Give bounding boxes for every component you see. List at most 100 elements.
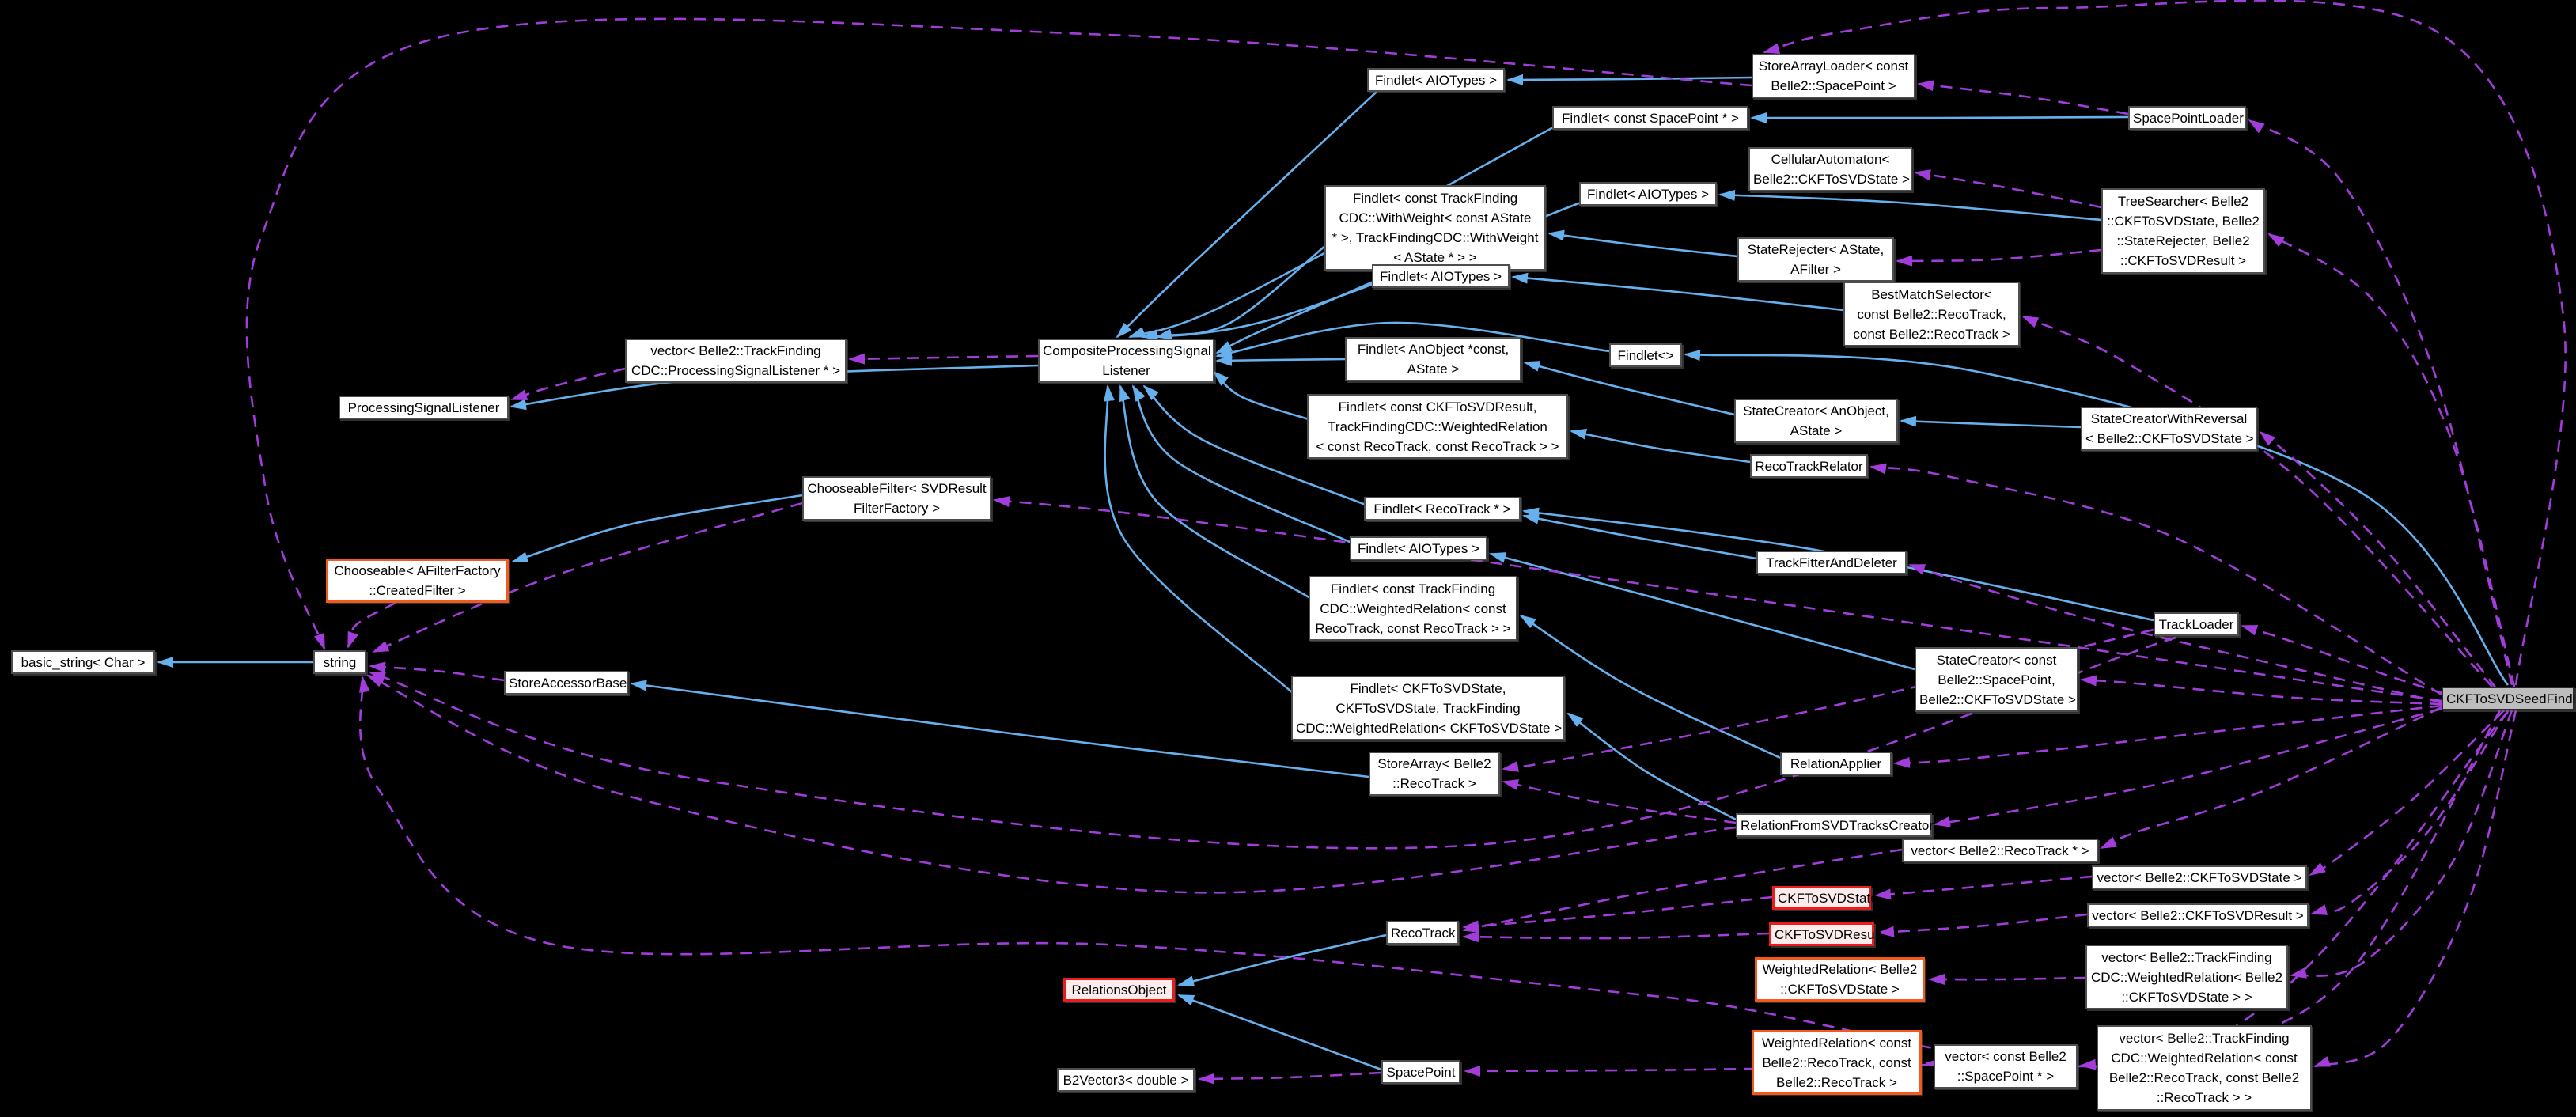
usage-edge <box>2290 710 2513 979</box>
class-node-vecsp[interactable]: vector< const Belle2::SpacePoint * > <box>1934 1044 2078 1089</box>
class-node-label: Findlet< AIOTypes > <box>1586 186 1710 202</box>
class-node-fanobj[interactable]: Findlet< AnObject *const,AState > <box>1345 337 1521 381</box>
class-node-label: CKFToSVDResult <box>1775 926 1882 942</box>
class-node-vecrt[interactable]: vector< Belle2::RecoTrack * > <box>1902 839 2098 862</box>
class-node-label: StateRejecter< AState, <box>1747 242 1885 257</box>
class-node-label: SpacePoint <box>1386 1064 1456 1080</box>
class-node-label: CDC::WeightedRelation< CKFToSVDState > > <box>1296 720 1574 736</box>
class-node-vecstate[interactable]: vector< Belle2::CKFToSVDState > <box>2092 865 2307 889</box>
usage-edge <box>1914 169 2102 209</box>
class-node-label: B2Vector3< double > <box>1063 1072 1189 1088</box>
inheritance-edge <box>1750 112 2129 124</box>
class-node-label: CKFToSVDSeedFindlet <box>2446 691 2576 706</box>
class-node-label: TreeSearcher< Belle2 <box>2117 194 2249 209</box>
class-node-fempty[interactable]: Findlet<> <box>1609 343 1682 367</box>
class-node-label: Belle2::RecoTrack > <box>1776 1074 1897 1090</box>
class-node-trackloader[interactable]: TrackLoader <box>2154 612 2239 636</box>
class-node-fres[interactable]: Findlet< const CKFToSVDResult,TrackFindi… <box>1307 394 1568 459</box>
class-node-string[interactable]: string <box>313 650 366 674</box>
class-node-spacepoint[interactable]: SpacePoint <box>1381 1060 1460 1084</box>
class-node-label: vector< Belle2::CKFToSVDResult > <box>2092 907 2304 923</box>
class-node-ckfstate[interactable]: CKFToSVDState <box>1772 886 1878 910</box>
class-node-label: CompositeProcessingSignal <box>1043 343 1211 358</box>
class-node-fckf3[interactable]: Findlet< CKFToSVDState,CKFToSVDState, Tr… <box>1291 676 1574 740</box>
usage-edge <box>1462 931 1770 943</box>
class-node-frt[interactable]: Findlet< RecoTrack * > <box>1364 497 1521 521</box>
class-node-bestmatch[interactable]: BestMatchSelector<const Belle2::RecoTrac… <box>1843 282 2020 346</box>
class-node-cellular[interactable]: CellularAutomaton<Belle2::CKFToSVDState … <box>1748 147 1912 191</box>
class-node-ckfresult[interactable]: CKFToSVDResult <box>1769 922 1882 946</box>
class-node-label: RecoTrack, const RecoTrack > > <box>1315 620 1511 636</box>
class-node-f4[interactable]: Findlet< AIOTypes > <box>1350 536 1487 560</box>
class-node-storearray[interactable]: StoreArray< Belle2::RecoTrack > <box>1369 752 1500 796</box>
class-node-label: Findlet< const SpacePoint * > <box>1562 110 1739 126</box>
inheritance-edge <box>1103 384 1294 694</box>
inheritance-edge <box>1155 244 1327 340</box>
class-node-label: RelationsObject <box>1071 982 1167 998</box>
class-node-label: Findlet< AnObject *const, <box>1357 342 1510 357</box>
inheritance-edge <box>1215 321 1610 359</box>
inheritance-edge <box>1116 91 1377 339</box>
class-node-relationsobject[interactable]: RelationsObject <box>1063 978 1175 1002</box>
inheritance-edge <box>1523 361 1735 416</box>
class-node-label: vector< Belle2::TrackFinding <box>2119 1031 2290 1046</box>
usage-edge <box>993 496 2442 702</box>
class-node-treesearcher[interactable]: TreeSearcher< Belle2::CKFToSVDState, Bel… <box>2101 188 2265 274</box>
class-node-label: CDC::WeightedRelation< Belle2 <box>2090 969 2283 985</box>
class-node-label: Chooseable< AFilterFactory <box>334 563 501 578</box>
class-node-spl[interactable]: SpacePointLoader <box>2128 106 2246 130</box>
class-node-scanobj[interactable]: StateCreator< AnObject,AState > <box>1734 399 1898 443</box>
class-node-label: vector< Belle2::CKFToSVDState > <box>2097 869 2302 885</box>
inheritance-edge <box>1489 552 1915 671</box>
class-node-label: < AState * > > <box>1393 250 1477 265</box>
class-node-vecresult[interactable]: vector< Belle2::CKFToSVDResult > <box>2087 903 2309 927</box>
class-node-label: Belle2::RecoTrack, const Belle2 <box>2108 1070 2300 1085</box>
class-node-label: AState > <box>1790 423 1843 438</box>
class-node-label: Findlet< const CKFToSVDResult, <box>1338 399 1537 415</box>
class-node-storeaccessorbase[interactable]: StoreAccessorBase <box>504 671 628 695</box>
class-node-label: CDC::WeightedRelation< const <box>1320 600 1506 616</box>
class-node-f2[interactable]: Findlet< AIOTypes > <box>1579 182 1717 206</box>
inheritance-edge <box>1522 513 1757 560</box>
inheritance-edge <box>1511 272 1844 312</box>
usage-edge <box>1874 875 2093 900</box>
class-node-recotrack[interactable]: RecoTrack <box>1386 921 1459 945</box>
class-node-fsp[interactable]: Findlet< const SpacePoint * > <box>1552 106 1748 130</box>
class-node-recotrackrelator[interactable]: RecoTrackRelator <box>1750 454 1868 478</box>
class-node-staterejecter[interactable]: StateRejecter< AState,AFilter > <box>1737 237 1894 282</box>
class-node-scwr[interactable]: StateCreatorWithReversal< Belle2::CKFToS… <box>2081 407 2257 451</box>
usage-edge <box>1893 704 2442 768</box>
class-node-psl[interactable]: ProcessingSignalListener <box>339 396 509 419</box>
class-node-wrstate[interactable]: WeightedRelation< Belle2::CKFToSVDState … <box>1755 957 1925 1002</box>
class-node-relfromsvd[interactable]: RelationFromSVDTracksCreator <box>1736 813 1934 837</box>
class-node-relapplier[interactable]: RelationApplier <box>1780 752 1892 775</box>
inheritance-edge <box>1547 229 1738 258</box>
class-node-label: WeightedRelation< Belle2 <box>1762 962 1918 977</box>
class-node-label: ::RecoTrack > <box>1392 776 1476 791</box>
class-node-label: ::RecoTrack > > <box>2156 1090 2252 1105</box>
class-node-basicstring[interactable]: basic_string< Char > <box>11 650 155 674</box>
usage-edge <box>1869 463 2442 696</box>
class-node-label: CellularAutomaton< <box>1771 152 1890 167</box>
class-node-chooseable[interactable]: Chooseable< AFilterFactory::CreatedFilte… <box>326 558 509 603</box>
class-node-trackfitter[interactable]: TrackFitterAndDeleter <box>1756 551 1907 574</box>
class-node-label: StoreArrayLoader< const <box>1758 59 1909 74</box>
inheritance-edge <box>1177 994 1382 1071</box>
class-node-f1[interactable]: Findlet< AIOTypes > <box>1367 68 1505 92</box>
class-node-label: Belle2::SpacePoint, <box>1938 672 2055 687</box>
class-node-b2vector[interactable]: B2Vector3< double > <box>1057 1068 1195 1092</box>
usage-edge <box>2310 710 2510 915</box>
class-node-label: FilterFactory > <box>853 501 941 516</box>
class-node-seed[interactable]: CKFToSVDSeedFindlet <box>2442 687 2576 710</box>
class-node-f3[interactable]: Findlet< AIOTypes > <box>1372 264 1510 288</box>
